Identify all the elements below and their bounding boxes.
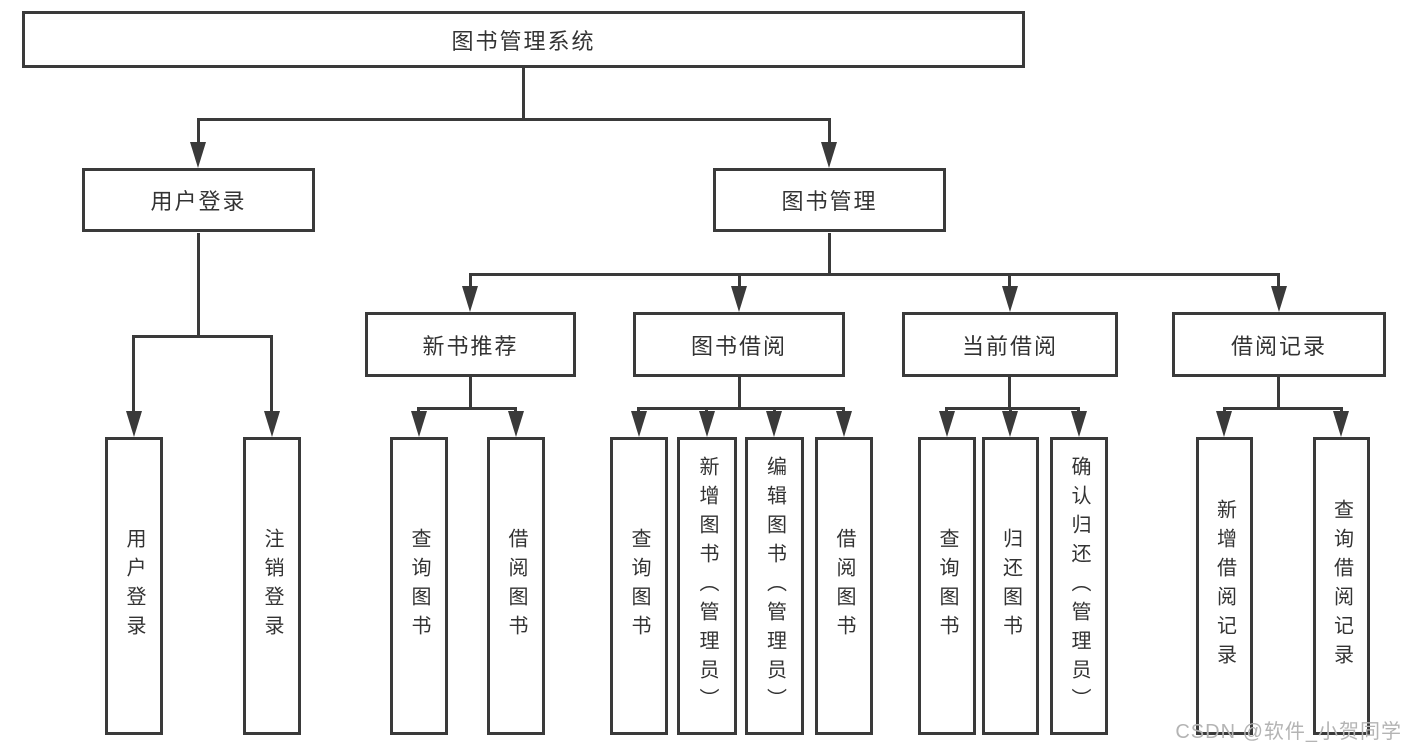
leaf-borrow-borrow: 借阅图书 xyxy=(815,437,873,735)
connector-line xyxy=(1223,407,1226,412)
arrow-down-icon xyxy=(508,411,524,437)
arrow-down-icon xyxy=(1216,411,1232,437)
leaf-current-return: 归还图书 xyxy=(982,437,1039,735)
connector-line xyxy=(738,377,741,407)
connector-line xyxy=(637,407,845,410)
leaf-newbook-query-label: 查询图书 xyxy=(408,528,430,644)
connector-line xyxy=(945,407,1080,410)
leaf-user-login: 用户登录 xyxy=(105,437,163,735)
leaf-borrow-edit-admin: 编辑图书（管理员） xyxy=(745,437,804,735)
node-book-management: 图书管理 xyxy=(713,168,946,232)
connector-line xyxy=(270,335,273,411)
leaf-current-return-label: 归还图书 xyxy=(999,528,1022,644)
arrow-down-icon xyxy=(766,411,782,437)
arrow-down-icon xyxy=(731,286,747,312)
arrow-down-icon xyxy=(821,142,837,168)
leaf-current-query: 查询图书 xyxy=(918,437,976,735)
node-new-book-recommend: 新书推荐 xyxy=(365,312,576,377)
leaf-user-login-label: 用户登录 xyxy=(123,528,145,644)
connector-line xyxy=(197,118,831,121)
node-root-label: 图书管理系统 xyxy=(451,28,596,54)
connector-line xyxy=(132,335,135,411)
connector-line xyxy=(417,407,517,410)
connector-line xyxy=(197,118,200,142)
connector-line xyxy=(469,377,472,407)
leaf-newbook-borrow-label: 借阅图书 xyxy=(505,528,527,644)
node-new-book-recommend-label: 新书推荐 xyxy=(422,333,519,359)
leaf-record-add-label: 新增借阅记录 xyxy=(1213,499,1236,673)
arrow-down-icon xyxy=(1071,411,1087,437)
arrow-down-icon xyxy=(462,286,478,312)
connector-line xyxy=(773,407,776,412)
leaf-borrow-add-admin: 新增图书（管理员） xyxy=(677,437,737,735)
node-user-login-label: 用户登录 xyxy=(150,189,247,214)
node-user-login: 用户登录 xyxy=(82,168,315,232)
connector-line xyxy=(469,273,1280,276)
arrow-down-icon xyxy=(1002,286,1018,312)
leaf-borrow-add-admin-label: 新增图书（管理员） xyxy=(696,455,718,717)
node-borrow-record-label: 借阅记录 xyxy=(1230,333,1327,359)
connector-line xyxy=(469,273,472,286)
connector-line xyxy=(1077,407,1080,412)
node-root-system: 图书管理系统 xyxy=(22,11,1025,68)
connector-line xyxy=(514,407,517,412)
connector-line xyxy=(1277,273,1280,286)
connector-line xyxy=(828,233,831,273)
node-current-borrow: 当前借阅 xyxy=(902,312,1118,377)
connector-line xyxy=(945,407,948,412)
connector-line xyxy=(1009,407,1012,412)
leaf-record-query-label: 查询借阅记录 xyxy=(1330,499,1353,673)
arrow-down-icon xyxy=(264,411,280,437)
connector-line xyxy=(842,407,845,412)
leaf-current-confirm-admin: 确认归还（管理员） xyxy=(1050,437,1108,735)
connector-line xyxy=(1277,377,1280,407)
connector-line xyxy=(1340,407,1343,412)
connector-line xyxy=(1223,407,1343,410)
leaf-newbook-borrow: 借阅图书 xyxy=(487,437,545,735)
arrow-down-icon xyxy=(1333,411,1349,437)
leaf-borrow-borrow-label: 借阅图书 xyxy=(833,528,855,644)
node-book-borrow-label: 图书借阅 xyxy=(690,333,787,359)
arrow-down-icon xyxy=(939,411,955,437)
connector-line xyxy=(417,407,420,412)
leaf-borrow-edit-admin-label: 编辑图书（管理员） xyxy=(763,455,786,717)
leaf-newbook-query: 查询图书 xyxy=(390,437,448,735)
connector-line xyxy=(197,233,200,335)
arrow-down-icon xyxy=(1271,286,1287,312)
node-book-management-label: 图书管理 xyxy=(781,189,878,214)
leaf-logout: 注销登录 xyxy=(243,437,301,735)
csdn-watermark: CSDN @软件_小贺同学 xyxy=(1175,721,1402,743)
leaf-current-query-label: 查询图书 xyxy=(936,528,958,644)
connector-line xyxy=(1008,377,1011,407)
arrow-down-icon xyxy=(836,411,852,437)
arrow-down-icon xyxy=(631,411,647,437)
connector-line xyxy=(522,68,525,118)
connector-line xyxy=(637,407,640,412)
node-current-borrow-label: 当前借阅 xyxy=(961,333,1058,359)
arrow-down-icon xyxy=(699,411,715,437)
leaf-record-add: 新增借阅记录 xyxy=(1196,437,1253,735)
connector-line xyxy=(705,407,708,412)
leaf-record-query: 查询借阅记录 xyxy=(1313,437,1370,735)
connector-line xyxy=(1008,273,1011,286)
leaf-borrow-query-label: 查询图书 xyxy=(628,528,650,644)
arrow-down-icon xyxy=(126,411,142,437)
node-borrow-record: 借阅记录 xyxy=(1172,312,1386,377)
connector-line xyxy=(132,335,273,338)
leaf-current-confirm-admin-label: 确认归还（管理员） xyxy=(1068,455,1090,717)
arrow-down-icon xyxy=(411,411,427,437)
arrow-down-icon xyxy=(190,142,206,168)
leaf-logout-label: 注销登录 xyxy=(261,528,283,644)
arrow-down-icon xyxy=(1002,411,1018,437)
connector-line xyxy=(738,273,741,286)
node-book-borrow: 图书借阅 xyxy=(633,312,845,377)
connector-line xyxy=(828,118,831,142)
leaf-borrow-query: 查询图书 xyxy=(610,437,668,735)
